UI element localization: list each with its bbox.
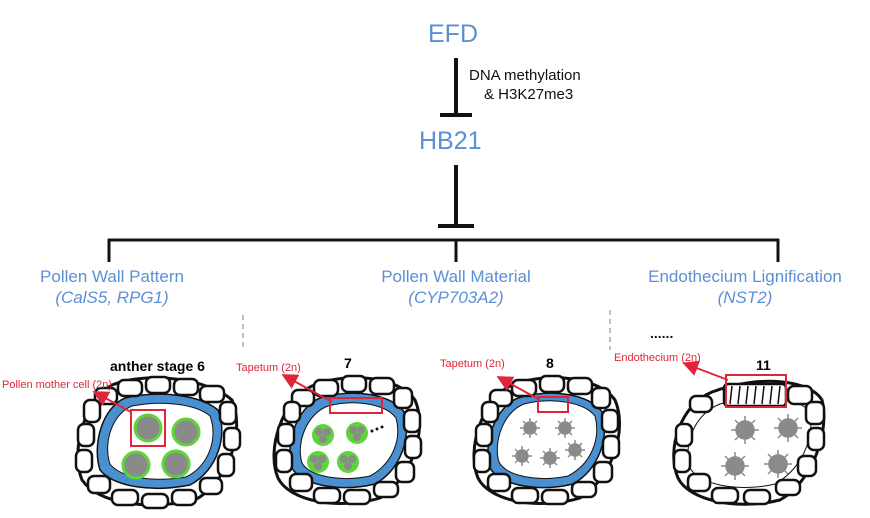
inhibition-hb21-targets (438, 165, 474, 228)
hb21-gene-label: HB21 (419, 127, 482, 155)
pollen-mother-cell-label: Pollen mother cell (2n) (2, 379, 113, 391)
category-endothecium-lignification: Endothecium Lignification (NST2) (630, 266, 860, 308)
tapetum-label-7: Tapetum (2n) (236, 362, 301, 374)
stage-label-6: anther stage 6 (110, 358, 205, 374)
regulation-label: DNA methylation & H3K27me3 (469, 66, 581, 104)
tapetum-label-8: Tapetum (2n) (440, 358, 505, 370)
stage-label-11: 11 (756, 357, 771, 373)
anther-stage-6 (74, 375, 242, 510)
category-title: Endothecium Lignification (648, 267, 842, 286)
anther-stage-8 (472, 374, 622, 506)
category-genes: (NST2) (717, 288, 773, 307)
stage-label-7: 7 (344, 355, 352, 371)
category-pollen-wall-material: Pollen Wall Material (CYP703A2) (360, 266, 552, 308)
category-genes: (CalS5, RPG1) (55, 288, 169, 307)
target-bracket (107, 238, 780, 262)
regulation-line-2: & H3K27me3 (484, 86, 574, 103)
category-title: Pollen Wall Pattern (40, 267, 184, 286)
endothecium-label: Endothecium (2n) (614, 352, 701, 364)
category-pollen-wall-pattern: Pollen Wall Pattern (CalS5, RPG1) (28, 266, 196, 308)
anther-stage-11 (672, 360, 826, 506)
efd-gene-label: EFD (428, 20, 478, 48)
inhibition-efd-hb21 (440, 58, 472, 117)
regulation-line-1: DNA methylation (469, 67, 581, 84)
category-genes: (CYP703A2) (408, 288, 504, 307)
ellipsis: ...... (650, 325, 674, 341)
category-title: Pollen Wall Material (381, 267, 531, 286)
anther-stage-7 (272, 374, 423, 506)
stage-label-8: 8 (546, 355, 554, 371)
